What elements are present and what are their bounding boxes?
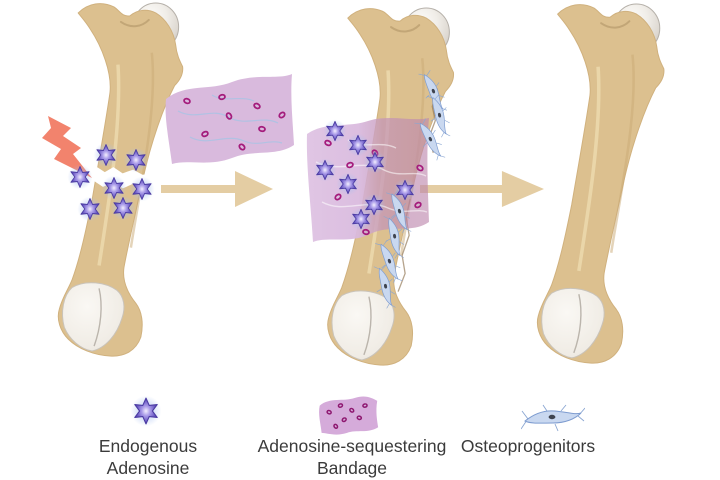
adenosine-star-icon bbox=[93, 142, 119, 168]
legend-label-adenosine-sequestering-bandage: Adenosine-sequestering Bandage bbox=[232, 435, 472, 479]
adenosine-star-icon bbox=[313, 158, 337, 182]
legend-adenosine-star-icon bbox=[130, 395, 162, 427]
adenosine-star-icon bbox=[363, 150, 387, 174]
femur-healed bbox=[512, 2, 670, 366]
legend-label-line: Endogenous bbox=[98, 436, 198, 456]
adenosine-star-icon bbox=[77, 196, 103, 222]
legend-label-line: Adenosine-sequestering bbox=[257, 436, 447, 456]
adenosine-star-icon bbox=[323, 119, 347, 143]
adenosine-star-icon bbox=[349, 207, 373, 231]
right-arrow-icon bbox=[161, 166, 273, 212]
legend-label-line: Bandage bbox=[316, 458, 388, 478]
legend-label-endogenous-adenosine: Endogenous Adenosine bbox=[48, 435, 248, 479]
legend-label-line: Osteoprogenitors bbox=[460, 436, 596, 456]
adenosine-star-icon bbox=[67, 164, 93, 190]
legend-osteoprogenitor-cell-icon bbox=[521, 402, 585, 434]
legend-label-line: Adenosine bbox=[106, 458, 190, 478]
legend-label-osteoprogenitors: Osteoprogenitors bbox=[428, 435, 628, 457]
legend-bandage-icon bbox=[315, 392, 381, 438]
adenosine-star-icon bbox=[123, 147, 149, 173]
adenosine-sequestering-bandage bbox=[160, 68, 296, 170]
adenosine-star-icon bbox=[336, 172, 360, 196]
adenosine-star-icon bbox=[110, 195, 136, 221]
